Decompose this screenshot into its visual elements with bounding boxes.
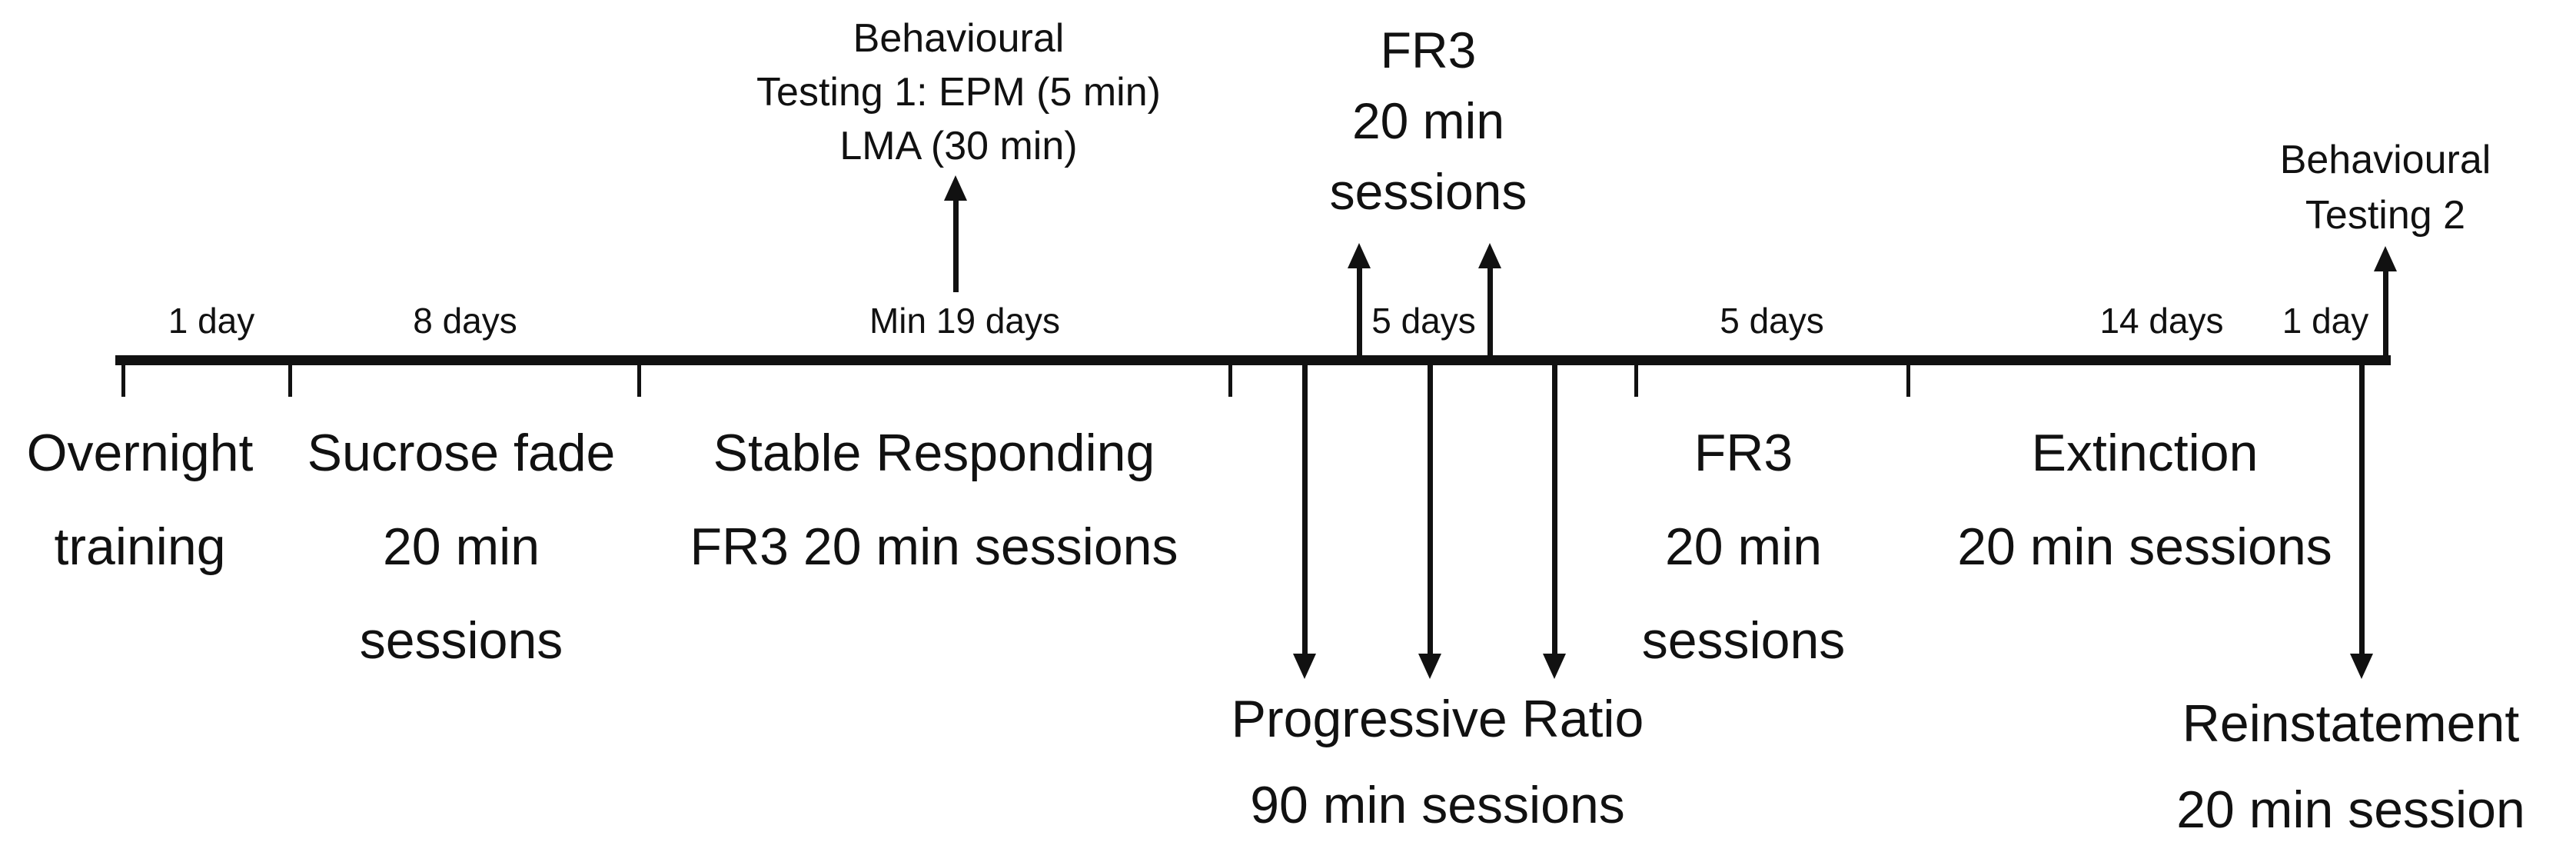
down-arrow-icon [1543, 654, 1566, 679]
reinstatement-label: Reinstatement 20 min session [2176, 681, 2525, 842]
callout-line: Progressive Ratio [1231, 690, 1644, 748]
callout-line: 20 min [1351, 92, 1505, 149]
progressive-ratio-label: Progressive Ratio 90 min sessions [1231, 676, 1644, 842]
down-arrow-icon [1418, 654, 1441, 679]
callout-line: 20 min session [2176, 780, 2525, 839]
phase-line: 20 min sessions [1957, 518, 2332, 576]
callout-line: Testing 1: EPM (5 min) [756, 70, 1161, 115]
duration-label: 5 days [1371, 301, 1476, 341]
up-arrow-shaft [1487, 265, 1493, 355]
callout-line: sessions [1329, 163, 1527, 220]
phase-line: Stable Responding [713, 424, 1155, 482]
segment-tick [121, 360, 125, 397]
segment-tick [1228, 360, 1232, 397]
down-arrow-shaft [1428, 365, 1433, 655]
phase-line: Overnight [26, 424, 254, 482]
up-arrow-icon [944, 175, 967, 201]
callout-line: 90 min sessions [1250, 776, 1625, 834]
down-arrow-shaft [1302, 365, 1308, 655]
duration-label: 1 day [2282, 301, 2369, 341]
phase-line: Sucrose fade [307, 424, 616, 482]
phase-label-overnight-training: Overnight training [27, 406, 254, 594]
callout-line: LMA (30 min) [839, 124, 1078, 168]
phase-line: Extinction [2031, 424, 2259, 482]
segment-tick [637, 360, 641, 397]
up-arrow-shaft [1357, 265, 1362, 355]
duration-label: 8 days [413, 301, 517, 341]
phase-label-extinction: Extinction 20 min sessions [1957, 406, 2332, 594]
up-arrow-shaft [953, 197, 959, 292]
segment-tick [288, 360, 292, 397]
callout-line: FR3 [1380, 22, 1477, 78]
behavioural-testing-2-label: Behavioural Testing 2 [2280, 132, 2491, 243]
phase-label-fr3: FR3 20 min sessions [1642, 406, 1846, 687]
up-arrow-icon [2374, 246, 2397, 271]
phase-line: 20 min [382, 518, 540, 576]
phase-label-sucrose-fade: Sucrose fade 20 min sessions [307, 406, 616, 687]
segment-tick [1634, 360, 1638, 397]
segment-tick [1906, 360, 1910, 397]
up-arrow-icon [1478, 243, 1501, 268]
down-arrow-shaft [2359, 365, 2365, 655]
phase-label-stable-responding: Stable Responding FR3 20 min sessions [690, 406, 1178, 594]
callout-line: Behavioural [853, 16, 1065, 61]
down-arrow-icon [2350, 654, 2373, 679]
fr3-top-label: FR3 20 min sessions [1330, 15, 1527, 227]
callout-line: Behavioural [2279, 138, 2491, 182]
phase-line: training [54, 518, 226, 576]
duration-label: 1 day [168, 301, 255, 341]
phase-line: sessions [1641, 611, 1846, 670]
duration-label: Min 19 days [869, 301, 1061, 341]
callout-line: Reinstatement [2182, 694, 2520, 753]
callout-line: Testing 2 [2305, 193, 2466, 238]
up-arrow-icon [1348, 243, 1371, 268]
down-arrow-shaft [1552, 365, 1557, 655]
phase-line: sessions [359, 611, 563, 670]
phase-line: 20 min [1664, 518, 1823, 576]
phase-line: FR3 20 min sessions [690, 518, 1178, 576]
down-arrow-icon [1293, 654, 1316, 679]
duration-label: 14 days [2099, 301, 2224, 341]
up-arrow-shaft [2383, 268, 2388, 355]
behavioural-testing-1-label: Behavioural Testing 1: EPM (5 min) LMA (… [756, 12, 1161, 173]
duration-label: 5 days [1720, 301, 1824, 341]
timeline-axis [115, 355, 2391, 365]
phase-line: FR3 [1694, 424, 1793, 482]
